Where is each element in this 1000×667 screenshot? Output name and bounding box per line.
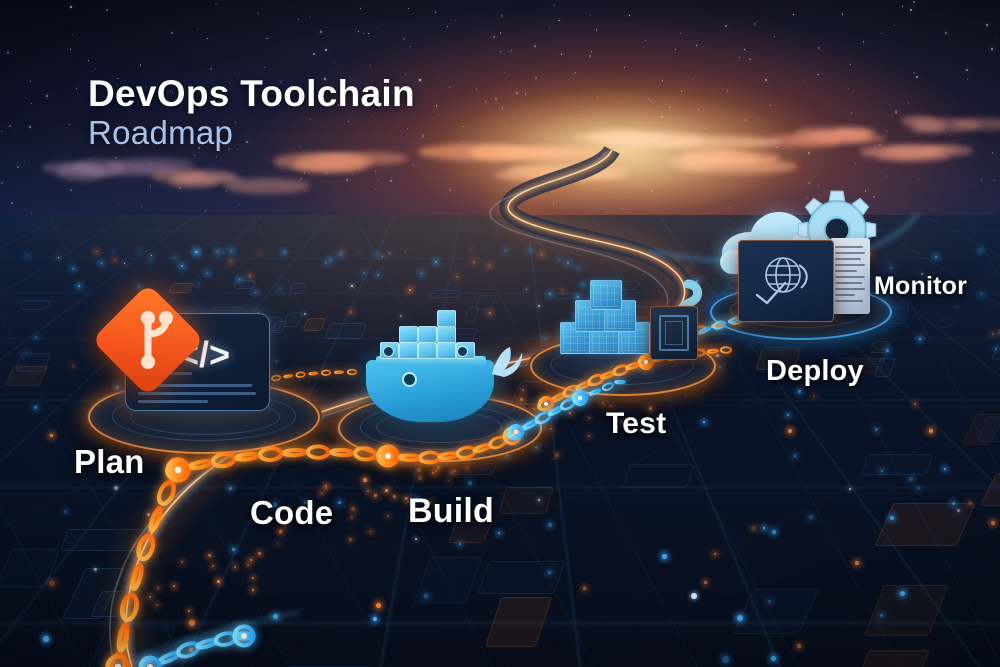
stage-label-monitor: Monitor	[874, 272, 968, 300]
git-branch-icon	[91, 283, 205, 397]
stage-label-deploy: Deploy	[766, 355, 864, 387]
stage-label-plan: Plan	[74, 443, 145, 480]
test-container-icon	[650, 306, 698, 360]
docker-whale-icon	[356, 310, 524, 424]
stage-label-code: Code	[250, 494, 334, 531]
cloud-dashboard-icon	[738, 240, 834, 322]
whale-tail-icon	[492, 347, 523, 377]
stage-label-build: Build	[408, 492, 494, 530]
stage-label-test: Test	[606, 407, 667, 440]
title-main: DevOps Toolchain	[88, 73, 415, 114]
title-sub: Roadmap	[88, 113, 234, 151]
page-title: DevOps Toolchain Roadmap	[88, 74, 415, 153]
report-document-icon	[830, 238, 870, 314]
kubernetes-cubes-icon	[560, 280, 670, 358]
